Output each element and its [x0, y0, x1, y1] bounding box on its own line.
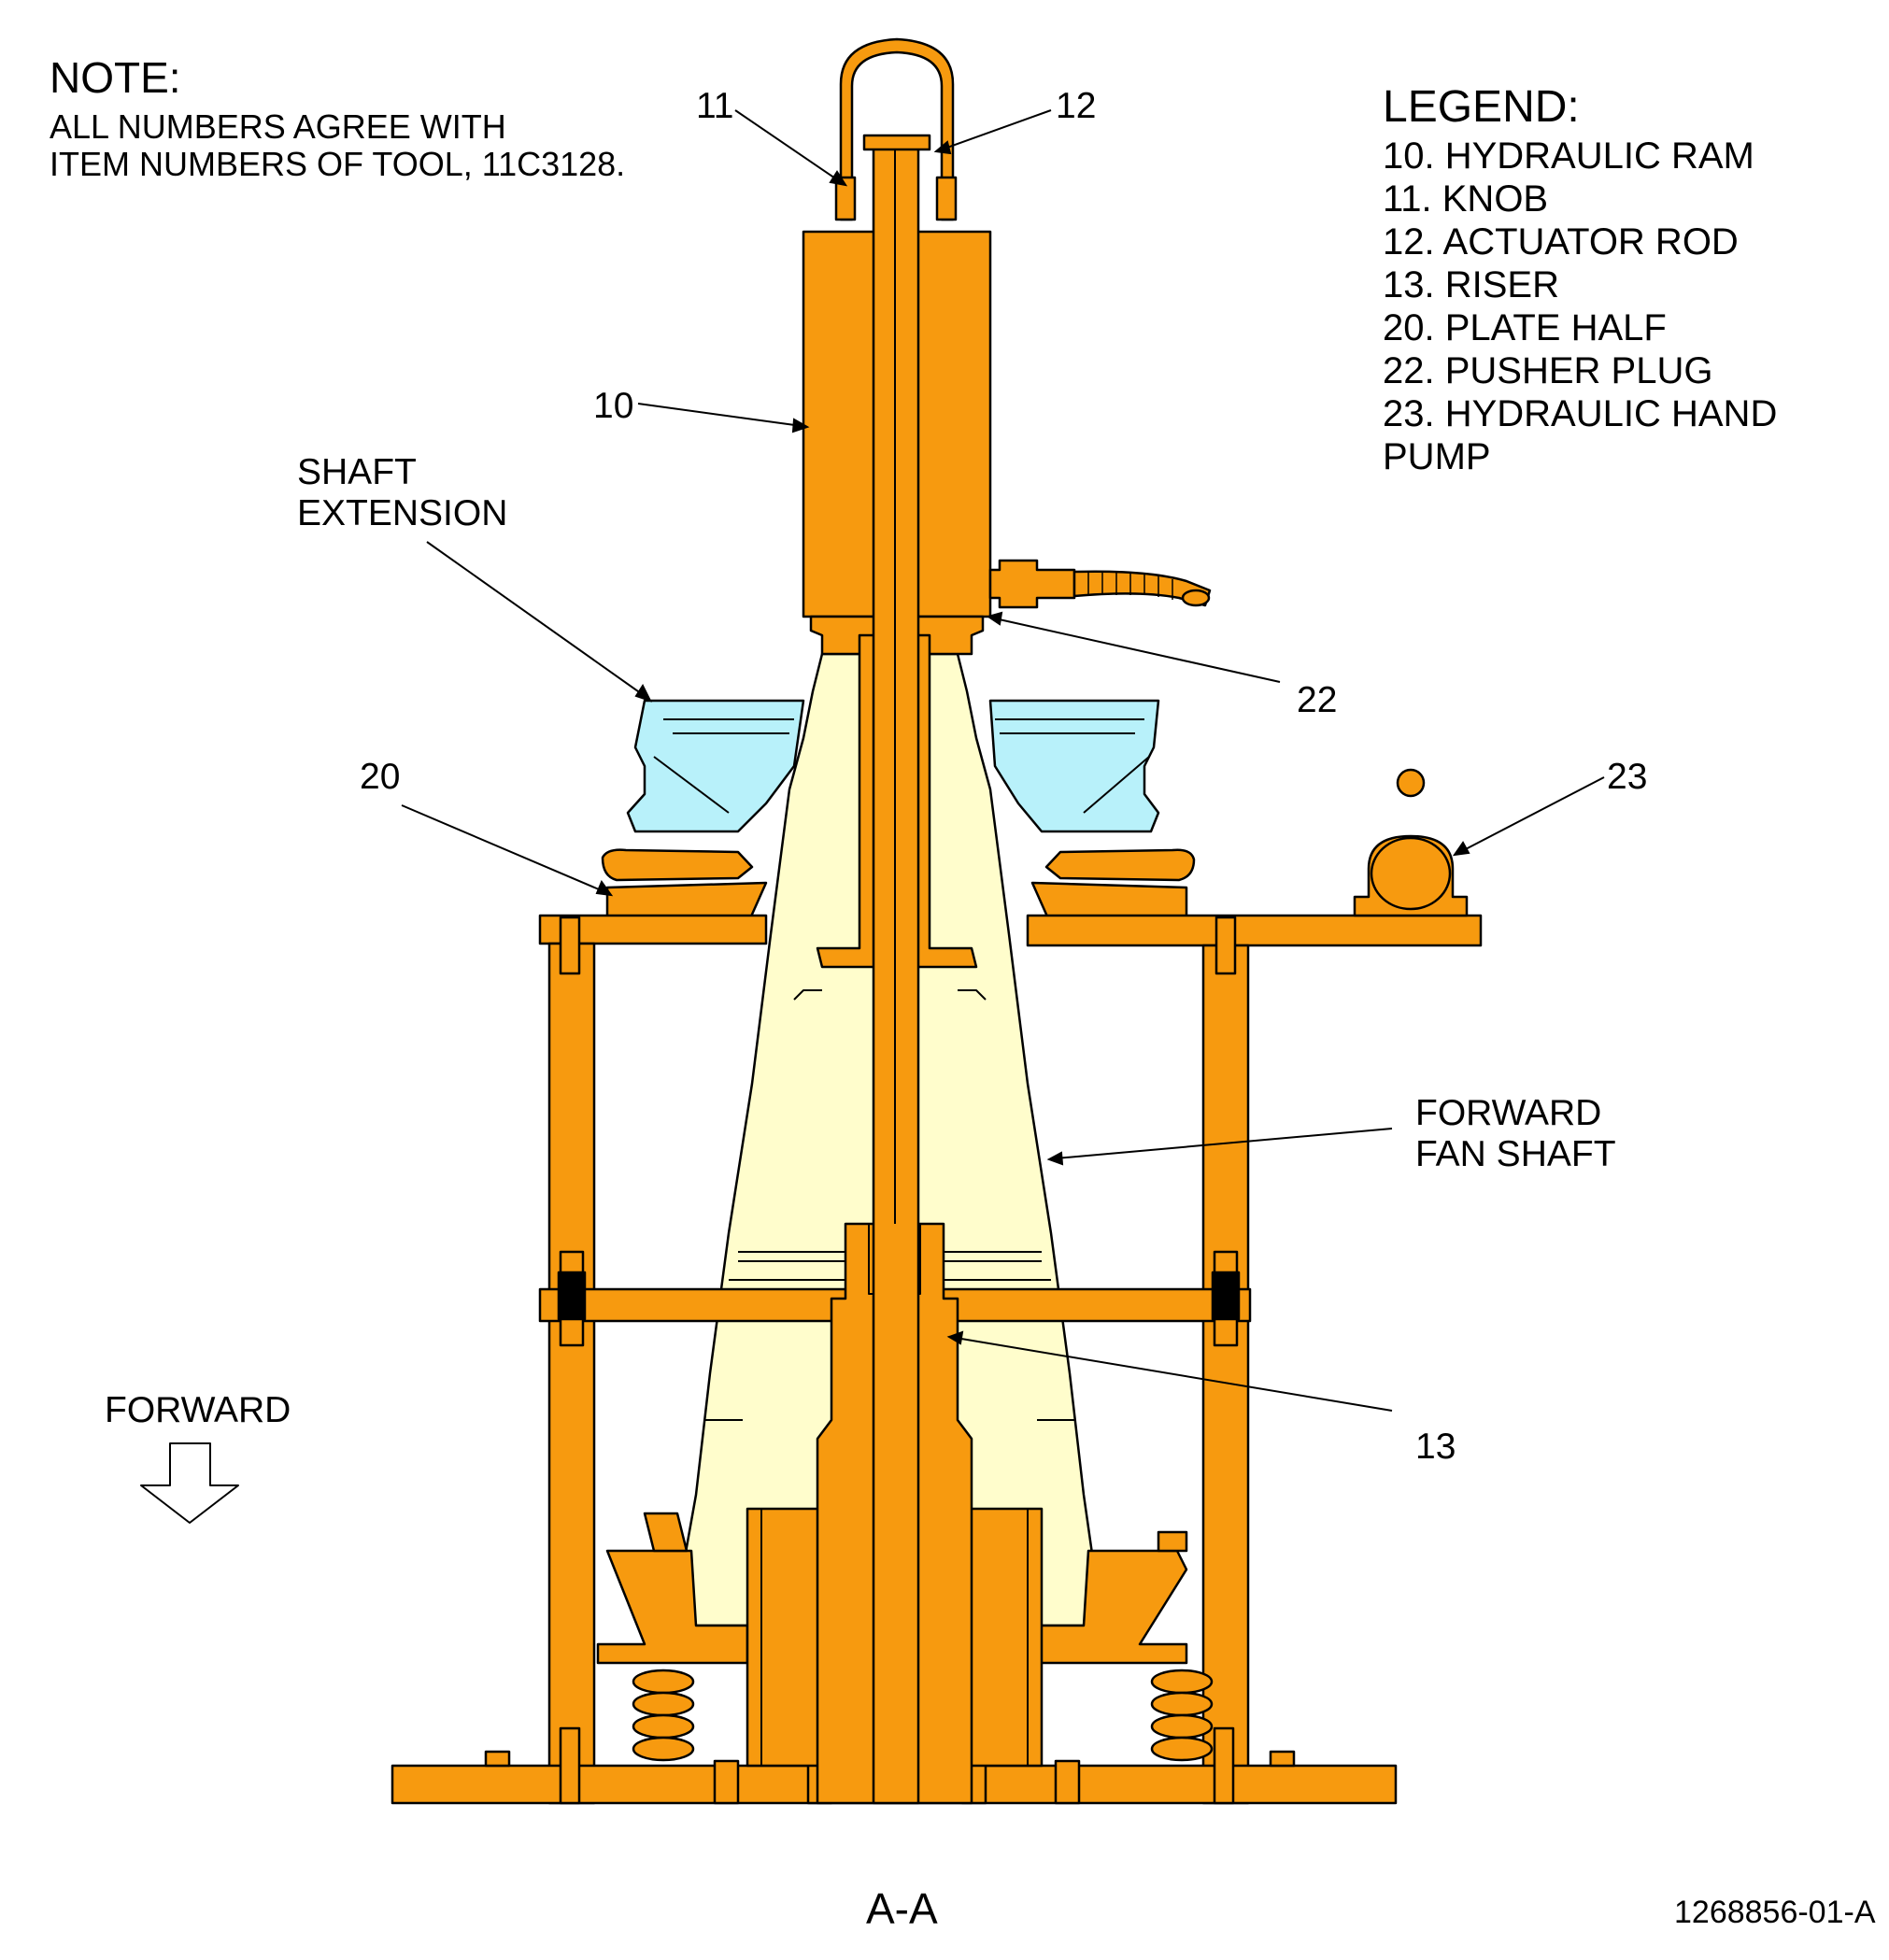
figure-code: 1268856-01-A [1674, 1895, 1876, 1930]
callout-10: 10 [593, 386, 634, 426]
hose-fitting [988, 559, 1076, 609]
callout-13: 13 [1415, 1427, 1456, 1467]
section-label: A-A [866, 1884, 938, 1933]
callout-12: 12 [1056, 86, 1097, 126]
spring-left [632, 1669, 695, 1762]
callout-shaft-extension: SHAFT EXTENSION [297, 452, 507, 533]
callout-forward-fan-shaft: FORWARD FAN SHAFT [1415, 1093, 1616, 1174]
leader-lines [401, 109, 1605, 1412]
callout-20: 20 [360, 757, 401, 797]
legend-item: 11. KNOB [1383, 178, 1549, 220]
note-line: ALL NUMBERS AGREE WITH [50, 107, 506, 146]
callout-22: 22 [1297, 680, 1338, 720]
legend-item: 13. RISER [1383, 264, 1559, 305]
callout-11: 11 [696, 86, 734, 126]
legend-item: 22. PUSHER PLUG [1383, 350, 1713, 391]
callout-23: 23 [1607, 757, 1648, 797]
spring-right [1150, 1669, 1214, 1762]
callout-forward-fan-shaft-line: FAN SHAFT [1415, 1133, 1616, 1174]
frame-leg-left [547, 942, 596, 1805]
pump-cap [1396, 768, 1426, 798]
callout-forward-fan-shaft-line: FORWARD [1415, 1093, 1602, 1133]
note-title: NOTE: [50, 53, 181, 102]
legend-item: 23. HYDRAULIC HAND PUMP [1383, 393, 1778, 477]
frame-top-plate [538, 914, 1483, 947]
legend-list: 10. HYDRAULIC RAM 11. KNOB 12. ACTUATOR … [1383, 135, 1889, 478]
frame-leg-right [1201, 944, 1250, 1805]
legend-title: LEGEND: [1383, 82, 1580, 132]
callout-shaft-extension-line: EXTENSION [297, 492, 508, 533]
forward-label: FORWARD [105, 1390, 291, 1430]
legend-item: 10. HYDRAULIC RAM [1383, 135, 1754, 177]
lower-bracket-right [1035, 1549, 1188, 1665]
note-line: ITEM NUMBERS OF TOOL, 11C3128. [50, 145, 626, 184]
legend-item: 12. ACTUATOR ROD [1383, 221, 1739, 263]
note-body: ALL NUMBERS AGREE WITH ITEM NUMBERS OF T… [50, 107, 626, 184]
legend-item: 20. PLATE HALF [1383, 307, 1667, 348]
forward-arrow-icon [140, 1442, 239, 1524]
callout-shaft-extension-line: SHAFT [297, 452, 417, 492]
